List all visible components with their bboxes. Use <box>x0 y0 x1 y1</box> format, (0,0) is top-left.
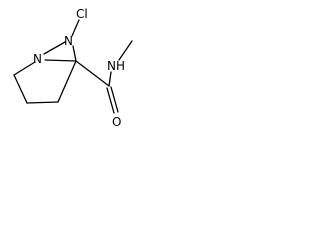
bond-ch2-a-ch2-b <box>13 74 28 104</box>
bond-n-c-quaternary <box>72 45 77 62</box>
bond-n-cl <box>71 19 80 37</box>
bond-carbonyl-double-b <box>110 86 119 113</box>
bonds <box>13 19 133 114</box>
bond-c-carbonyl-nh <box>108 71 112 87</box>
bond-c-quaternary-c-carbonyl <box>75 60 110 87</box>
bond-ch2-b-ch2-c <box>26 101 59 104</box>
chemical-structure: Cl N N NH O <box>13 7 133 129</box>
atom-label-n-bridgehead: N <box>33 52 42 66</box>
bond-n-n <box>43 41 66 55</box>
atom-label-oxygen: O <box>112 115 121 129</box>
bond-nbridge-c-quaternary <box>44 59 77 62</box>
atom-labels: Cl N N NH O <box>33 7 125 129</box>
bond-carbonyl-double-a <box>106 87 115 114</box>
bond-ch2-c-c-quaternary <box>57 60 77 103</box>
bond-nbridge-ch2-a <box>13 61 36 76</box>
atom-label-n-amide: NH <box>107 59 125 73</box>
bond-nh-methyl <box>118 40 133 61</box>
atom-label-n-top: N <box>64 34 73 48</box>
atom-label-chlorine: Cl <box>76 7 88 21</box>
